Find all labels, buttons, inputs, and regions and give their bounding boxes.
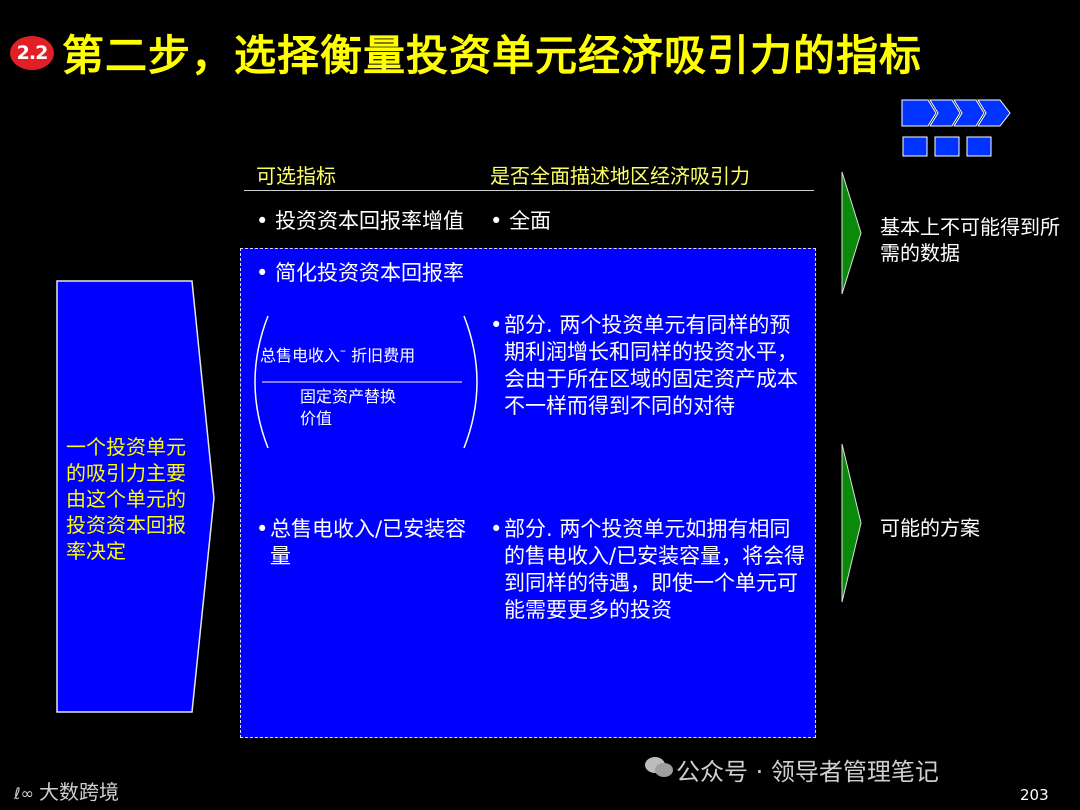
formula-denominator: 固定资产替换价值 [300, 386, 396, 430]
progress-chevrons-icon [901, 99, 1011, 157]
row2-assessment: •部分. 两个投资单元有同样的预期利润增长和同样的投资水平，会由于所在区域的固定… [490, 312, 808, 420]
row2-assessment-text: 部分. 两个投资单元有同样的预期利润增长和同样的投资水平，会由于所在区域的固定资… [504, 313, 798, 418]
formula-minus-sign: – [340, 343, 347, 358]
outcome-bottom-text: 可能的方案 [880, 516, 980, 540]
outcome-arrow-bottom-icon [841, 443, 862, 603]
col-header-metric: 可选指标 [256, 164, 336, 188]
row3-assessment-text: 部分. 两个投资单元如拥有相同的售电收入/已安装容量，将会得到同样的待遇，即使一… [504, 517, 806, 622]
left-box-text: 一个投资单元的吸引力主要由这个单元的投资资本回报率决定 [66, 435, 186, 563]
formula-numerator-a: 总售电收入 [260, 346, 341, 365]
bullet: • [256, 517, 269, 541]
formula-parentheses [254, 315, 478, 449]
outcome-top-text: 基本上不可能得到所需的数据 [880, 215, 1060, 265]
footer-watermark: 公众号 · 领导者管理笔记 [676, 758, 939, 786]
footer-logo-text: 大数跨境 [39, 780, 120, 804]
wechat-icon [645, 757, 673, 777]
footer-logo: ℓ∞ 大数跨境 [14, 776, 119, 805]
row1-assessment: • 全面 [490, 209, 552, 233]
bullet: • [490, 313, 503, 337]
formula-numerator: 总售电收入– 折旧费用 [260, 342, 415, 366]
page-title: 第二步，选择衡量投资单元经济吸引力的指标 [62, 31, 923, 80]
row3-assessment-bullet: •部分. 两个投资单元如拥有相同的售电收入/已安装容量，将会得到同样的待遇，即使… [490, 516, 808, 624]
page-number: 203 [1020, 786, 1049, 804]
bullet: • [490, 517, 503, 541]
header-divider [244, 190, 814, 191]
row3-metric: •总售电收入/已安装容量 [256, 516, 476, 570]
row1-metric-text: 投资资本回报率增值 [275, 209, 465, 233]
row3-metric-bullet: •总售电收入/已安装容量 [256, 516, 476, 570]
formula-denominator-line1: 固定资产替换 [300, 387, 397, 406]
formula-numerator-b: 折旧费用 [351, 346, 416, 365]
logo-icon: ℓ∞ [14, 784, 40, 803]
row2-assessment-bullet: •部分. 两个投资单元有同样的预期利润增长和同样的投资水平，会由于所在区域的固定… [490, 312, 808, 420]
section-number-badge: 2.2 [10, 36, 54, 70]
row1-metric: • 投资资本回报率增值 [256, 209, 465, 233]
col-header-assessment: 是否全面描述地区经济吸引力 [490, 164, 750, 188]
formula-denominator-line2: 价值 [300, 409, 333, 428]
row3-assessment: •部分. 两个投资单元如拥有相同的售电收入/已安装容量，将会得到同样的待遇，即使… [490, 516, 808, 624]
row3-metric-text: 总售电收入/已安装容量 [270, 517, 467, 568]
row2-metric: • 简化投资资本回报率 [256, 261, 465, 285]
left-arrow-box [56, 280, 215, 713]
outcome-arrow-top-icon [841, 171, 862, 295]
highlight-panel [240, 248, 816, 738]
row1-assessment-text: 全面 [509, 209, 552, 233]
row2-metric-text: 简化投资资本回报率 [275, 261, 465, 285]
